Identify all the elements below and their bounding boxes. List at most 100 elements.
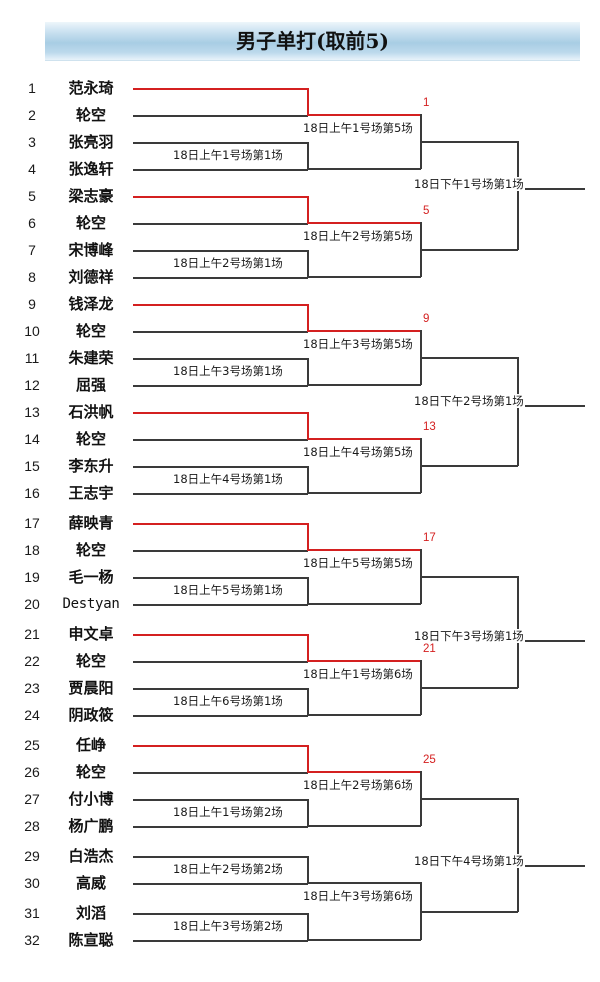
r1-join-c2	[307, 358, 309, 386]
seed-number: 27	[24, 791, 40, 807]
seed-number: 12	[24, 377, 40, 393]
player-name: 轮空	[75, 214, 106, 232]
seed-row[interactable]: 10 轮空	[0, 318, 600, 344]
r2-line-h-bot	[307, 939, 421, 941]
seed-row[interactable]: 31 刘滔	[0, 900, 600, 926]
r3-line-gh-top	[420, 798, 518, 800]
r1-join-d1	[307, 412, 309, 440]
seed-line-11	[133, 358, 308, 360]
seed-number: 1	[28, 80, 36, 96]
r2-line-e-bot	[307, 603, 421, 605]
seed-row[interactable]: 14 轮空	[0, 426, 600, 452]
seed-number: 5	[28, 188, 36, 204]
player-name: 付小博	[68, 790, 114, 808]
seed-line-5	[133, 196, 308, 198]
seed-line-10	[133, 331, 308, 333]
seed-row[interactable]: 28 杨广鹏	[0, 813, 600, 839]
match-label-r1-8: 18日上午2号场第2场	[172, 862, 284, 876]
match-label-r3-1: 18日下午1号场第1场	[413, 177, 525, 191]
seed-row[interactable]: 1 范永琦	[0, 75, 600, 101]
player-name: 梁志豪	[68, 187, 114, 205]
seed-row[interactable]: 17 薛映青	[0, 510, 600, 536]
seed-row[interactable]: 23 贾晨阳	[0, 675, 600, 701]
seed-line-4	[133, 169, 308, 171]
page-title: 男子单打(取前5)	[236, 29, 389, 53]
seed-row[interactable]: 18 轮空	[0, 537, 600, 563]
r1-join-c1	[307, 304, 309, 332]
seed-line-12	[133, 385, 308, 387]
seed-row[interactable]: 30 高威	[0, 870, 600, 896]
match-label-r2-2: 18日上午2号场第5场	[302, 229, 414, 243]
player-name: 张逸轩	[68, 160, 114, 178]
seed-row[interactable]: 22 轮空	[0, 648, 600, 674]
advancing-seed-number: 21	[423, 643, 436, 655]
seed-number: 7	[28, 242, 36, 258]
seed-row[interactable]: 9 钱泽龙	[0, 291, 600, 317]
seed-row[interactable]: 25 任峥	[0, 732, 600, 758]
r3-line-gh-bot	[420, 911, 518, 913]
seed-row[interactable]: 21 申文卓	[0, 621, 600, 647]
advancing-seed-number: 9	[423, 313, 430, 325]
seed-number: 20	[24, 596, 40, 612]
seed-row[interactable]: 3 张亮羽	[0, 129, 600, 155]
match-label-r2-6: 18日上午1号场第6场	[302, 667, 414, 681]
seed-row[interactable]: 6 轮空	[0, 210, 600, 236]
r3-join-ab	[517, 141, 519, 250]
seed-row[interactable]: 19 毛一杨	[0, 564, 600, 590]
seed-number: 25	[24, 737, 40, 753]
seed-number: 8	[28, 269, 36, 285]
player-name: 李东升	[68, 457, 114, 475]
seed-row[interactable]: 8 刘德祥	[0, 264, 600, 290]
seed-number: 15	[24, 458, 40, 474]
r3-line-ab-top	[420, 141, 518, 143]
seed-row[interactable]: 5 梁志豪	[0, 183, 600, 209]
r3-line-ef-top	[420, 576, 518, 578]
r1-join-b2	[307, 250, 309, 278]
r3-line-ef-bot	[420, 687, 518, 689]
seed-number: 2	[28, 107, 36, 123]
seed-row[interactable]: 32 陈宣聪	[0, 927, 600, 953]
r3-line-ab-bot	[420, 249, 518, 251]
match-label-r2-5: 18日上午5号场第5场	[302, 556, 414, 570]
r1-join-f2	[307, 688, 309, 716]
r1-join-h2	[307, 913, 309, 941]
seed-row[interactable]: 11 朱建荣	[0, 345, 600, 371]
player-name: 刘滔	[75, 904, 106, 922]
seed-row[interactable]: 16 王志宇	[0, 480, 600, 506]
seed-number: 30	[24, 875, 40, 891]
r3-join-cd	[517, 357, 519, 466]
seed-row[interactable]: 2 轮空	[0, 102, 600, 128]
seed-number: 13	[24, 404, 40, 420]
match-label-r2-1: 18日上午1号场第5场	[302, 121, 414, 135]
match-label-r1-1: 18日上午1号场第1场	[172, 148, 284, 162]
seed-number: 16	[24, 485, 40, 501]
seed-row[interactable]: 12 屈强	[0, 372, 600, 398]
seed-row[interactable]: 29 白浩杰	[0, 843, 600, 869]
r2-line-b-top	[307, 222, 421, 224]
match-label-r1-5: 18日上午5号场第1场	[172, 583, 284, 597]
seed-row[interactable]: 15 李东升	[0, 453, 600, 479]
seed-row[interactable]: 20 Destyan	[0, 591, 600, 617]
seed-row[interactable]: 24 阴政筱	[0, 702, 600, 728]
seed-row[interactable]: 13 石洪帆	[0, 399, 600, 425]
advancing-seed-number: 5	[423, 205, 430, 217]
r4-stub-3	[517, 640, 585, 642]
player-name: 毛一杨	[68, 568, 114, 586]
seed-number: 22	[24, 653, 40, 669]
seed-row[interactable]: 26 轮空	[0, 759, 600, 785]
player-name: 石洪帆	[68, 403, 114, 421]
player-name: 陈宣聪	[68, 931, 114, 949]
player-name: 宋博峰	[68, 241, 114, 259]
seed-row[interactable]: 4 张逸轩	[0, 156, 600, 182]
seed-number: 19	[24, 569, 40, 585]
match-label-r1-3: 18日上午3号场第1场	[172, 364, 284, 378]
seed-line-30	[133, 883, 308, 885]
r4-stub-2	[517, 405, 585, 407]
seed-line-9	[133, 304, 308, 306]
seed-row[interactable]: 7 宋博峰	[0, 237, 600, 263]
player-name: 白浩杰	[68, 847, 114, 865]
advancing-seed-number: 1	[423, 97, 430, 109]
seed-row[interactable]: 27 付小博	[0, 786, 600, 812]
r2-line-h-top	[307, 882, 421, 884]
